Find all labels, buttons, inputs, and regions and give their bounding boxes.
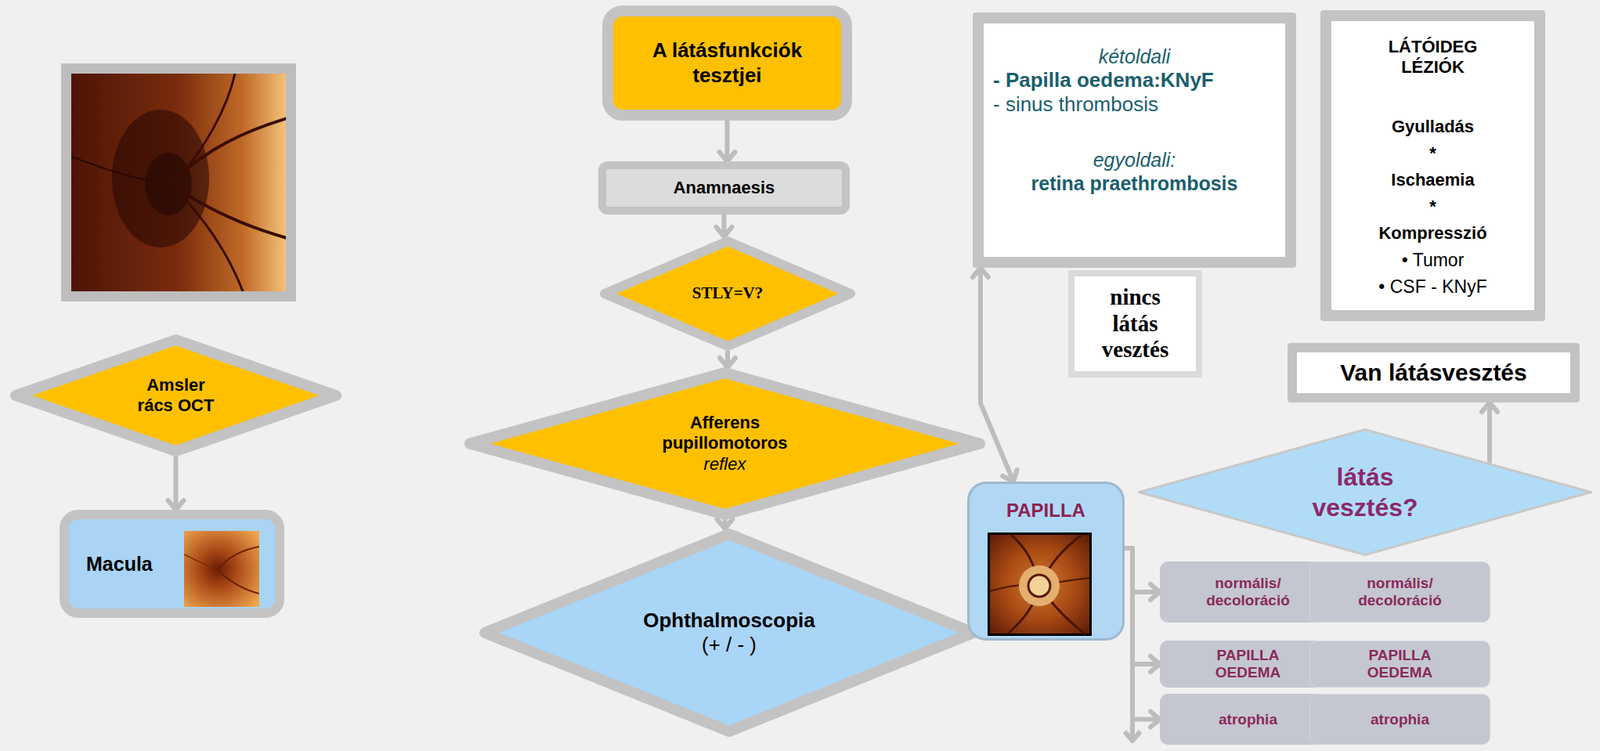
connector-arrow bbox=[1124, 548, 1160, 600]
node-text: * bbox=[1429, 193, 1437, 221]
node-text: STLY=V? bbox=[692, 283, 764, 304]
node-text: Gyulladás bbox=[1391, 113, 1474, 141]
connector-arrow bbox=[972, 267, 1018, 482]
arrow-head bbox=[972, 267, 989, 278]
arrow-head bbox=[1150, 656, 1160, 672]
arrow-head bbox=[716, 227, 733, 237]
note-box: nincs látás vesztés bbox=[1068, 270, 1203, 378]
arrow-head bbox=[719, 151, 736, 162]
node-text: A látásfunkciók tesztjei bbox=[624, 38, 831, 87]
node-text: reflex bbox=[704, 454, 747, 475]
node-text: • CSF - KNyF bbox=[1378, 273, 1487, 300]
diamond-shape bbox=[15, 339, 336, 452]
node-text: kétoldali bbox=[1098, 44, 1171, 69]
node-text: (+ / - ) bbox=[701, 632, 757, 658]
node-text: Amsler rács OCT bbox=[133, 375, 220, 417]
connector-line bbox=[1124, 548, 1160, 665]
connector-arrow bbox=[716, 214, 733, 237]
macula-illustration bbox=[184, 530, 260, 607]
decision-diamond: látás vesztés? bbox=[1137, 428, 1593, 557]
diamond-shape bbox=[484, 534, 974, 732]
finding-box: atrophia bbox=[1309, 693, 1491, 745]
node-text: normális/ decoloráció bbox=[1197, 574, 1300, 610]
connector-arrow bbox=[1124, 548, 1160, 728]
finding-box: PAPILLA OEDEMA bbox=[1309, 640, 1491, 688]
node-text: LÁTÓIDEG LÉZIÓK bbox=[1370, 36, 1496, 79]
decision-diamond: Afferens pupillomotorosreflex bbox=[464, 367, 986, 521]
connector-arrow bbox=[168, 456, 185, 510]
diamond-shape bbox=[469, 372, 980, 515]
diamond-outline bbox=[1137, 428, 1593, 557]
connector-line bbox=[173, 456, 179, 510]
node-text: atrophia bbox=[1218, 711, 1278, 729]
arrow-head bbox=[719, 357, 736, 368]
connector-arrow bbox=[719, 350, 736, 368]
node-text: Van látásvesztés bbox=[1339, 358, 1528, 387]
connector-arrow bbox=[719, 120, 736, 162]
decision-diamond: STLY=V? bbox=[599, 236, 856, 351]
node-text: - sinus thrombosis bbox=[993, 92, 1276, 117]
process-box: Anamnaesis bbox=[598, 161, 850, 215]
node-text: normális/ decoloráció bbox=[1349, 574, 1452, 610]
list-box: LÁTÓIDEG LÉZIÓKGyulladás*Ischaemia*Kompr… bbox=[1320, 10, 1546, 322]
connector-line bbox=[980, 267, 1014, 482]
connector-arrow bbox=[717, 519, 734, 529]
node-text: atrophia bbox=[1370, 711, 1430, 729]
start-box: A látásfunkciók tesztjei bbox=[602, 5, 853, 121]
arrow-head bbox=[1481, 402, 1498, 412]
node-text: egyoldali: bbox=[1093, 148, 1177, 172]
arrow-head bbox=[1150, 584, 1160, 600]
connector-arrow bbox=[1481, 402, 1498, 464]
node-text: Ischaemia bbox=[1390, 166, 1474, 194]
arrow-head bbox=[1150, 711, 1160, 728]
decision-diamond: Ophthalmoscopia(+ / - ) bbox=[479, 528, 979, 737]
arrow-head bbox=[1002, 469, 1017, 482]
connector-line bbox=[1487, 402, 1492, 464]
node-text: Kompresszió bbox=[1378, 220, 1487, 247]
process-box: Macula bbox=[59, 509, 285, 618]
node-text: - Papilla oedema:KNyF bbox=[993, 68, 1276, 93]
node-text: Macula bbox=[86, 552, 153, 576]
note-box: kétoldali- Papilla oedema:KNyF- sinus th… bbox=[972, 12, 1297, 268]
papilla-box: PAPILLA bbox=[967, 481, 1125, 641]
arrow-head bbox=[717, 519, 734, 529]
node-text: látás vesztés? bbox=[1296, 462, 1434, 523]
decision-diamond: Amsler rács OCT bbox=[10, 334, 342, 457]
papilla-illustration bbox=[987, 532, 1092, 636]
connector-arrow bbox=[1124, 548, 1160, 672]
node-text: PAPILLA OEDEMA bbox=[1197, 646, 1300, 682]
node-text: PAPILLA OEDEMA bbox=[1349, 646, 1452, 682]
diamond-shape bbox=[604, 241, 851, 347]
node-text: retina praethrombosis bbox=[1031, 171, 1239, 196]
node-text: nincs látás vesztés bbox=[1086, 284, 1185, 363]
finding-box: normális/ decoloráció bbox=[1309, 561, 1491, 623]
node-text: * bbox=[1429, 140, 1437, 167]
result-box: Van látásvesztés bbox=[1287, 343, 1580, 403]
node-text: Afferens pupillomotoros bbox=[639, 412, 812, 455]
diamond-shape bbox=[1139, 429, 1592, 556]
node-text: Ophthalmoscopia bbox=[642, 608, 816, 633]
node-text: • Tumor bbox=[1401, 246, 1465, 274]
node-text: Anamnaesis bbox=[673, 177, 776, 199]
node-text: PAPILLA bbox=[1006, 499, 1086, 523]
connector-line bbox=[1124, 548, 1160, 720]
connector-line bbox=[725, 120, 730, 162]
arrow-head bbox=[168, 500, 185, 510]
